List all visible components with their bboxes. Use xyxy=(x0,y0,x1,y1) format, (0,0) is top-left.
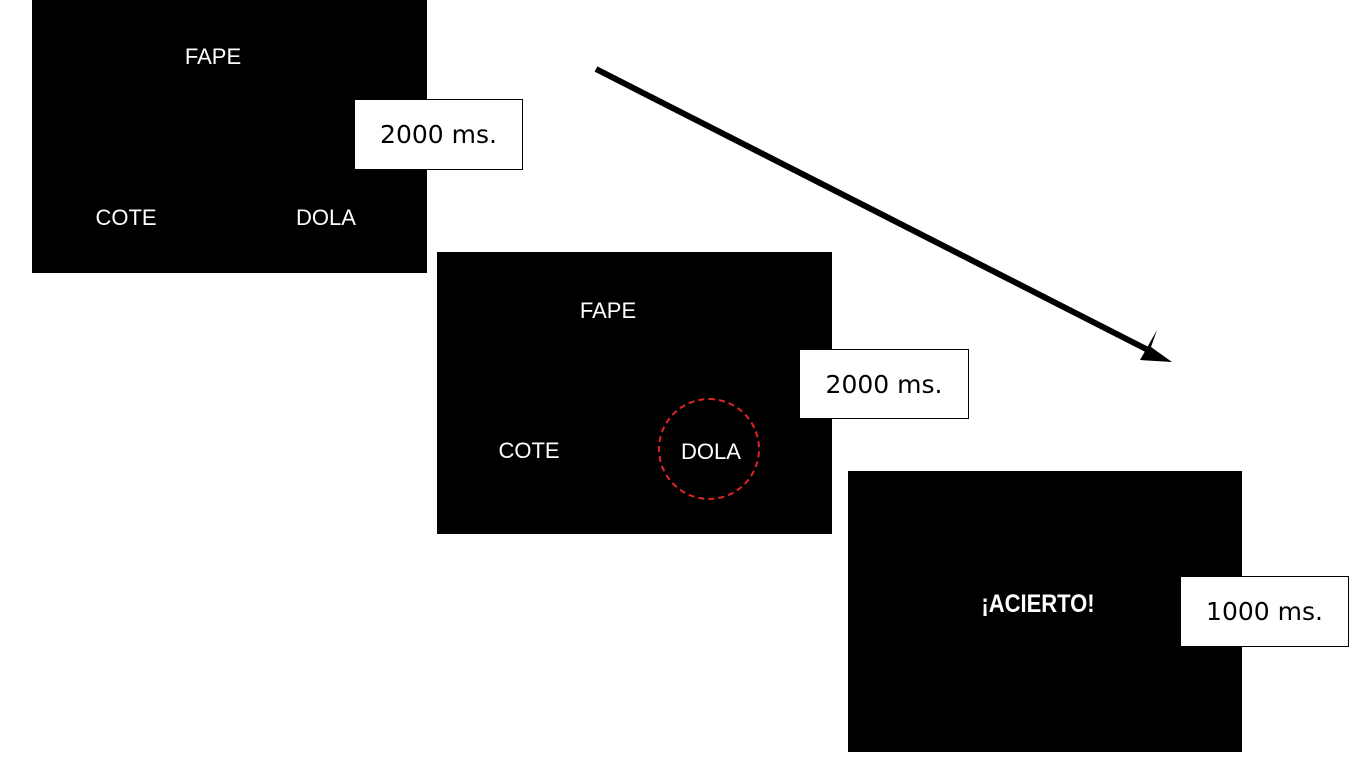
target-word: FAPE xyxy=(579,298,637,323)
option-left-word: COTE xyxy=(498,438,560,463)
feedback-screen: ¡ACIERTO! xyxy=(848,471,1242,752)
option-left-word: COTE xyxy=(95,205,157,230)
duration-label-3: 1000 ms. xyxy=(1180,576,1349,647)
feedback-text: ¡ACIERTO! xyxy=(981,590,1095,618)
duration-label-2: 2000 ms. xyxy=(799,349,969,419)
duration-label-1: 2000 ms. xyxy=(354,99,523,170)
stimulus-screen-2: FAPE COTE DOLA xyxy=(437,252,832,534)
target-word: FAPE xyxy=(184,44,242,69)
option-right-word: DOLA xyxy=(296,205,356,230)
selection-circle-icon xyxy=(658,398,760,500)
